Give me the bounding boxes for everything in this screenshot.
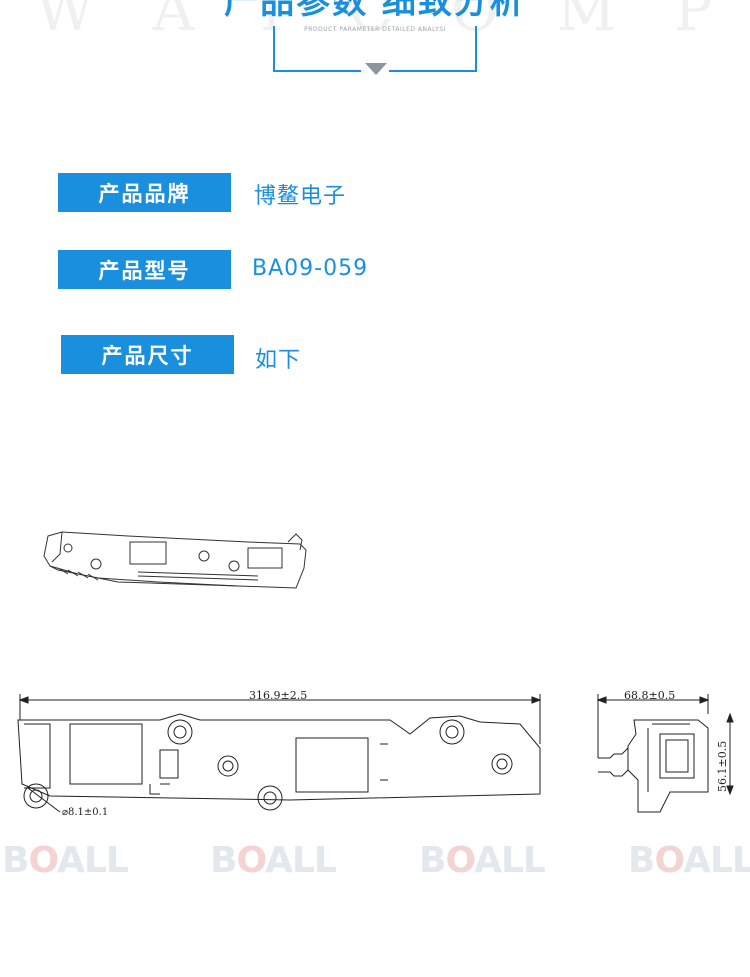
size-label: 产品尺寸	[61, 335, 234, 374]
brand-label: 产品品牌	[58, 173, 231, 212]
header-watermark: W A T C O M P	[0, 0, 750, 50]
length-dimension: 316.9±2.5	[249, 689, 307, 702]
watermark-letter: C	[348, 0, 396, 44]
watermark-letter: O	[451, 0, 501, 44]
size-value: 如下	[255, 348, 302, 373]
height-dimension: 56.1±0.5	[716, 741, 729, 792]
down-arrow-icon	[365, 63, 387, 75]
section-title: 产品参数 细致分析	[224, 0, 526, 22]
watermark-letter: A	[152, 0, 197, 44]
brand-logo: BOALL	[628, 840, 750, 881]
width-dimension: 68.8±0.5	[624, 689, 675, 702]
section-subtitle: PRODUCT PARAMETER·DETAILED ANALYSI	[304, 26, 446, 33]
watermark-letter: W	[35, 0, 97, 44]
product-iso-drawing	[43, 531, 307, 589]
brand-logo: BOALL	[419, 840, 546, 881]
brand-logo: BOALL	[2, 840, 129, 881]
watermark-letter: T	[252, 0, 293, 44]
hole-dimension: ⌀8.1±0.1	[62, 807, 108, 818]
brand-logo: BOALL	[210, 840, 337, 881]
side-view-drawing: 68.8±0.5 56.1±0.5	[596, 689, 734, 813]
model-label: 产品型号	[58, 250, 231, 289]
brand-watermark-row: BOALL BOALL BOALL BOALL	[0, 840, 750, 890]
brand-value: 博鳌电子	[254, 184, 347, 209]
model-value: BA09-059	[252, 256, 369, 281]
watermark-letter: M	[556, 0, 618, 44]
top-view-drawing: 316.9±2.5 ⌀8.1±0.1	[17, 689, 542, 818]
watermark-letter: P	[673, 0, 715, 44]
